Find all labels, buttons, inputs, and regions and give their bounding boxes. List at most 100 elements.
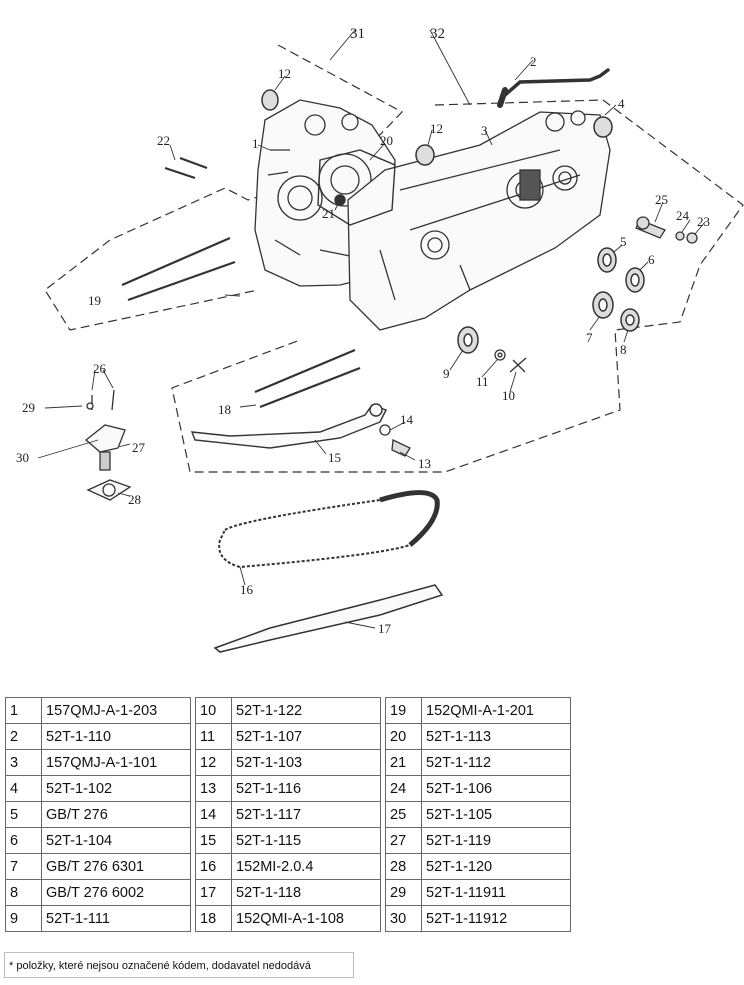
part-number: 2: [5, 723, 42, 750]
part-number: 21: [385, 749, 422, 776]
bolts-and-studs: [121, 156, 361, 409]
part-code: 152QMI-A-1-108: [231, 905, 381, 932]
part-code: GB/T 276: [41, 801, 191, 828]
callout-numbers: 1 2 3 4 5 6 7 8 9 10 11 12 12 13 14 15 1…: [16, 26, 710, 636]
table-row: 2 52T-1-110 11 52T-1-107 20 52T-1-113: [5, 723, 571, 750]
part-number: 4: [5, 775, 42, 802]
callout: 12: [430, 121, 443, 136]
part-code: 152MI-2.0.4: [231, 853, 381, 880]
right-crankcase-half: [347, 110, 611, 331]
callout: 8: [620, 342, 627, 357]
part-number: 16: [195, 853, 232, 880]
callout: 23: [697, 214, 710, 229]
part-number: 27: [385, 827, 422, 854]
bearings: [261, 89, 645, 354]
table-row: 5 GB/T 276 14 52T-1-117 25 52T-1-105: [5, 801, 571, 828]
callout: 14: [400, 412, 414, 427]
part-code: 52T-1-105: [421, 801, 571, 828]
callout: 17: [378, 621, 392, 636]
table-row: 1 157QMJ-A-1-203 10 52T-1-122 19 152QMI-…: [5, 697, 571, 724]
parts-table: 1 157QMJ-A-1-203 10 52T-1-122 19 152QMI-…: [5, 697, 571, 932]
tensioner-assembly: [84, 389, 132, 501]
part-code: 157QMJ-A-1-203: [41, 697, 191, 724]
table-row: 8 GB/T 276 6002 17 52T-1-118 29 52T-1-11…: [5, 879, 571, 906]
callout: 28: [128, 492, 141, 507]
part-code: GB/T 276 6002: [41, 879, 191, 906]
group-32-boundary: [171, 99, 744, 473]
part-number: 11: [195, 723, 232, 750]
part-code: 52T-1-103: [231, 749, 381, 776]
callout: 24: [676, 208, 690, 223]
part-number: 28: [385, 853, 422, 880]
timing-chain-16: [218, 490, 440, 569]
supplier-footnote: * položky, které nejsou označené kódem, …: [4, 952, 354, 978]
part-code: 52T-1-11912: [421, 905, 571, 932]
part-number: 12: [195, 749, 232, 776]
callout: 25: [655, 192, 668, 207]
callout: 32: [430, 26, 445, 42]
part-number: 5: [5, 801, 42, 828]
callout: 12: [278, 66, 291, 81]
table-row: 9 52T-1-111 18 152QMI-A-1-108 30 52T-1-1…: [5, 905, 571, 932]
part-number: 6: [5, 827, 42, 854]
part-number: 30: [385, 905, 422, 932]
callout: 29: [22, 400, 35, 415]
callout: 31: [350, 26, 365, 42]
callout: 15: [328, 450, 341, 465]
table-row: 4 52T-1-102 13 52T-1-116 24 52T-1-106: [5, 775, 571, 802]
callout: 6: [648, 252, 655, 267]
part-code: 52T-1-110: [41, 723, 191, 750]
callout: 1: [252, 136, 259, 151]
part-number: 19: [385, 697, 422, 724]
part-code: 52T-1-102: [41, 775, 191, 802]
part-number: 3: [5, 749, 42, 776]
callout: 13: [418, 456, 431, 471]
part-code: 52T-1-117: [231, 801, 381, 828]
group-31-boundary: [44, 44, 403, 331]
tensioner-arm-15: [190, 403, 387, 449]
part-code: 52T-1-107: [231, 723, 381, 750]
callout: 4: [618, 96, 625, 111]
small-fittings: [379, 216, 698, 457]
callout: 10: [502, 388, 515, 403]
part-number: 24: [385, 775, 422, 802]
callout: 19: [88, 293, 101, 308]
leader-lines: [37, 29, 706, 629]
table-row: 3 157QMJ-A-1-101 12 52T-1-103 21 52T-1-1…: [5, 749, 571, 776]
part-code: GB/T 276 6301: [41, 853, 191, 880]
callout: 27: [132, 440, 146, 455]
part-number: 13: [195, 775, 232, 802]
part-number: 15: [195, 827, 232, 854]
oil-pipe-2: [497, 68, 610, 108]
part-code: 52T-1-122: [231, 697, 381, 724]
part-code: 52T-1-115: [231, 827, 381, 854]
part-code: 152QMI-A-1-201: [421, 697, 571, 724]
part-number: 20: [385, 723, 422, 750]
part-number: 17: [195, 879, 232, 906]
part-code: 52T-1-106: [421, 775, 571, 802]
callout: 16: [240, 582, 254, 597]
callout: 22: [157, 133, 170, 148]
callout: 9: [443, 366, 450, 381]
part-number: 10: [195, 697, 232, 724]
part-number: 8: [5, 879, 42, 906]
callout: 30: [16, 450, 29, 465]
callout: 2: [530, 54, 537, 69]
callout: 18: [218, 402, 231, 417]
part-number: 25: [385, 801, 422, 828]
part-code: 52T-1-120: [421, 853, 571, 880]
exploded-parts-diagram: 1 2 3 4 5 6 7 8 9 10 11 12 12 13 14 15 1…: [16, 26, 744, 653]
table-row: 6 52T-1-104 15 52T-1-115 27 52T-1-119: [5, 827, 571, 854]
part-number: 29: [385, 879, 422, 906]
callout: 21: [322, 206, 335, 221]
callout: 7: [586, 330, 593, 345]
part-number: 18: [195, 905, 232, 932]
part-code: 52T-1-111: [41, 905, 191, 932]
callout: 26: [93, 361, 107, 376]
callout: 11: [476, 374, 489, 389]
part-code: 157QMJ-A-1-101: [41, 749, 191, 776]
callout: 3: [481, 123, 488, 138]
callout: 5: [620, 234, 627, 249]
part-number: 7: [5, 853, 42, 880]
part-number: 1: [5, 697, 42, 724]
